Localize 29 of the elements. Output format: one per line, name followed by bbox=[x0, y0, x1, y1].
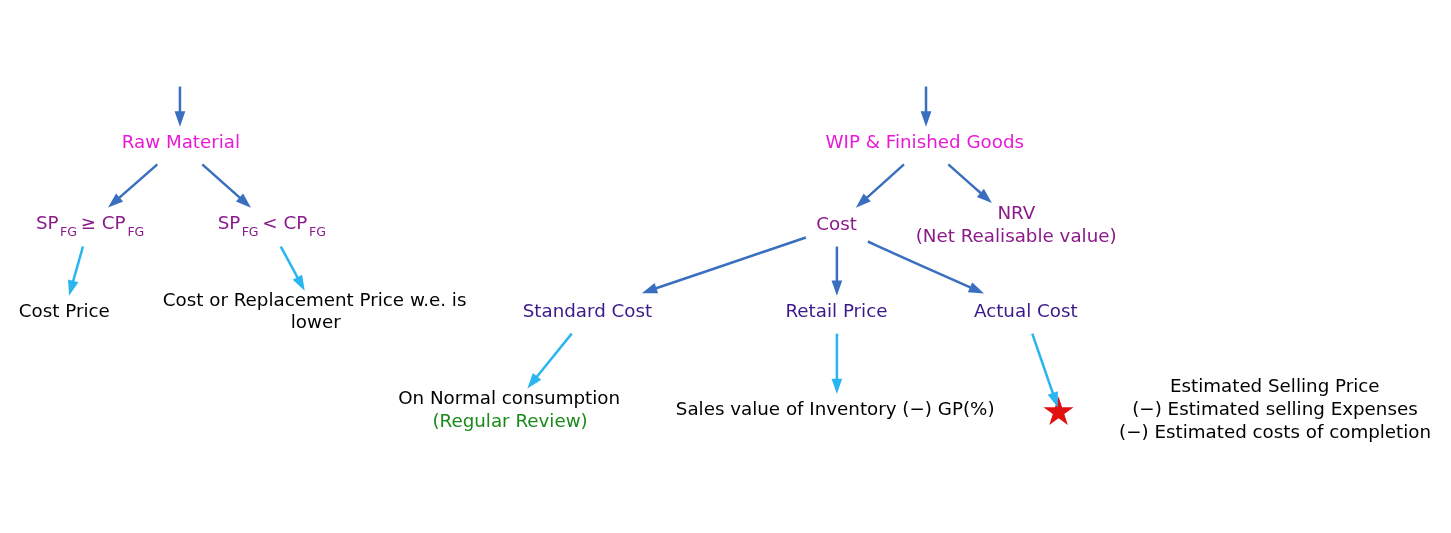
node-text: Cost or Replacement Price w.e. is lower bbox=[162, 288, 467, 333]
node-text: Cost bbox=[816, 213, 857, 235]
arrow bbox=[201, 163, 251, 208]
node-text: NRV (Net Realisable value) bbox=[915, 201, 1117, 246]
node-text: On Normal consumption (Regular Review) bbox=[398, 386, 621, 431]
arrow bbox=[279, 245, 305, 291]
arrow bbox=[108, 163, 159, 208]
node-star bbox=[1043, 396, 1074, 425]
node-text: SP$_{FG}$ ≥ CP$_{FG}$ bbox=[35, 211, 145, 240]
arrow bbox=[831, 246, 843, 296]
node-text: Standard Cost bbox=[522, 299, 653, 321]
arrow bbox=[867, 240, 985, 294]
node-text: SP$_{FG}$ < CP$_{FG}$ bbox=[217, 211, 326, 240]
arrow bbox=[920, 86, 932, 127]
node-text: Retail Price bbox=[785, 299, 888, 321]
arrow bbox=[174, 86, 186, 127]
node-text: Actual Cost bbox=[974, 299, 1078, 321]
node-text: Sales value of Inventory (−) GP(%) bbox=[675, 398, 995, 420]
arrow bbox=[1031, 333, 1058, 408]
arrow bbox=[641, 236, 807, 294]
node-text: Raw Material bbox=[121, 130, 241, 152]
arrow bbox=[855, 163, 905, 208]
arrow bbox=[527, 332, 573, 389]
arrow bbox=[68, 246, 85, 296]
node-text: Estimated Selling Price (−) Estimated selling Expenses (−) Estimated costs of completion bbox=[1119, 375, 1432, 443]
node-text: WIP & Finished Goods bbox=[825, 130, 1025, 152]
node-text: Cost Price bbox=[18, 299, 110, 321]
arrow bbox=[947, 163, 992, 204]
arrow bbox=[831, 333, 843, 394]
